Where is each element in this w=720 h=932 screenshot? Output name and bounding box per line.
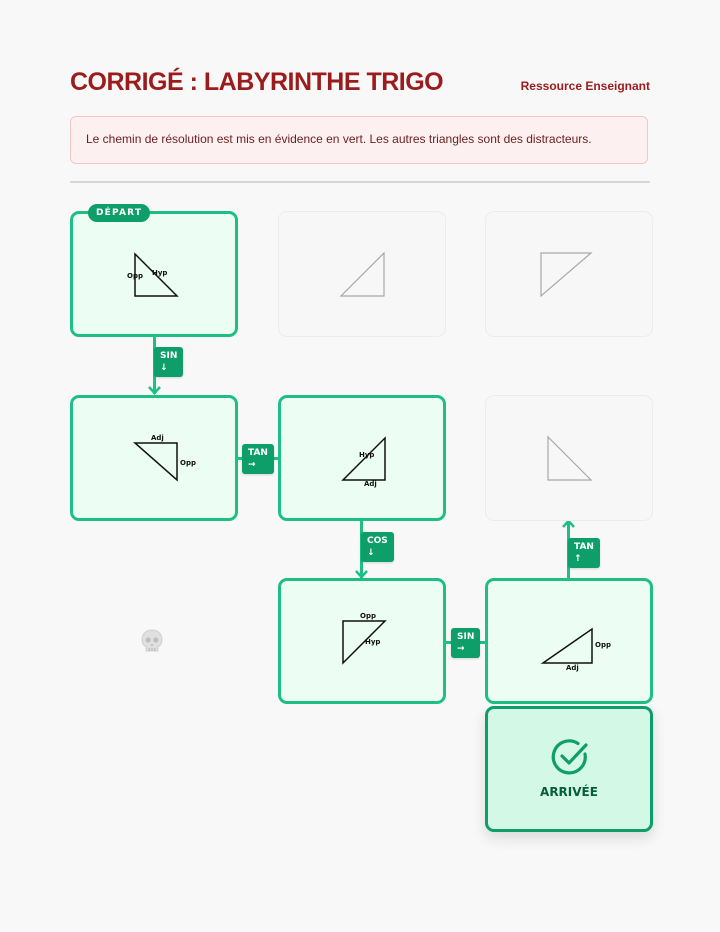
divider: [70, 181, 650, 183]
right-triangle-icon: Adj Opp: [133, 434, 196, 482]
svg-text:Hyp: Hyp: [152, 269, 167, 277]
svg-text:Adj: Adj: [566, 664, 579, 672]
triangle-icon: [547, 435, 593, 481]
step-badge-4: SIN →: [451, 628, 481, 658]
arrowhead-up-icon: [562, 519, 575, 528]
maze-cell-r1c1: Hyp Opp: [70, 211, 238, 337]
info-text: Le chemin de résolution est mis en évide…: [86, 132, 592, 146]
triangle-icon: [540, 252, 593, 298]
page-title: CORRIGÉ : LABYRINTHE TRIGO: [70, 68, 444, 96]
right-triangle-icon: Hyp Opp: [127, 252, 179, 297]
arrowhead-down-icon: [148, 386, 161, 395]
step-badge-5: TAN ↑: [568, 538, 600, 568]
step-arrow: ↓: [367, 548, 375, 558]
arrowhead-down-icon: [355, 570, 368, 579]
step-arrow: ↓: [160, 363, 168, 373]
svg-text:Adj: Adj: [151, 434, 164, 442]
svg-text:Opp: Opp: [595, 641, 611, 649]
step-op: TAN: [248, 448, 268, 458]
finish-cell: ARRIVÉE: [485, 706, 653, 832]
right-triangle-icon: Opp Hyp: [342, 612, 387, 665]
step-op: TAN: [574, 542, 594, 552]
svg-text:Opp: Opp: [180, 459, 196, 467]
svg-text:Adj: Adj: [364, 480, 377, 488]
check-circle-icon: [551, 739, 588, 775]
right-triangle-icon: Hyp Adj: [341, 436, 386, 488]
maze-cell-r1c2: [278, 211, 446, 337]
step-op: COS: [367, 536, 388, 546]
maze-cell-r3c3: Opp Adj: [485, 578, 653, 704]
maze-cell-r2c2: Hyp Adj: [278, 395, 446, 521]
step-badge-1: SIN ↓: [154, 347, 184, 377]
info-banner: Le chemin de résolution est mis en évide…: [70, 116, 648, 164]
start-badge: DÉPART: [88, 204, 151, 222]
step-arrow: ↑: [574, 554, 582, 564]
maze-cell-r2c1: Adj Opp: [70, 395, 238, 521]
finish-label: ARRIVÉE: [540, 785, 598, 799]
step-badge-3: COS ↓: [361, 532, 394, 562]
step-op: SIN: [457, 632, 475, 642]
right-triangle-icon: Opp Adj: [540, 627, 611, 672]
maze-cell-r2c3: [485, 395, 653, 521]
svg-text:Opp: Opp: [360, 612, 376, 620]
step-arrow: →: [457, 644, 465, 654]
svg-text:Opp: Opp: [127, 272, 143, 280]
svg-text:Hyp: Hyp: [359, 451, 374, 459]
triangle-icon: [339, 251, 385, 297]
maze-cell-r1c3: [485, 211, 653, 337]
step-arrow: →: [248, 460, 256, 470]
step-badge-2: TAN →: [242, 444, 274, 474]
step-op: SIN: [160, 351, 178, 361]
page-subtitle: Ressource Enseignant: [520, 79, 650, 93]
svg-text:Hyp: Hyp: [365, 638, 380, 646]
skull-icon: [141, 629, 163, 652]
maze-cell-r3c2: Opp Hyp: [278, 578, 446, 704]
